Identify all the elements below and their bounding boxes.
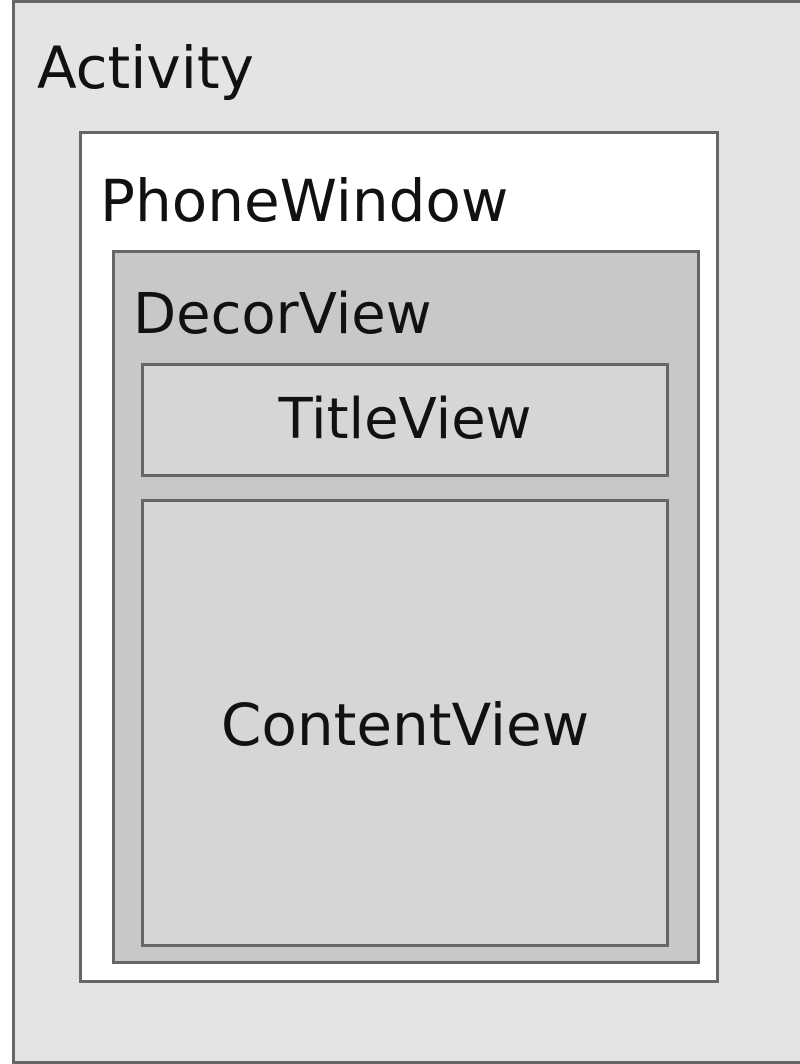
title-view-box: TitleView [141,363,669,477]
content-view-label: ContentView [220,691,590,759]
title-view-label: TitleView [278,387,532,452]
phone-window-box: PhoneWindow DecorView TitleView ContentV… [79,131,719,983]
decor-view-label: DecorView [133,282,432,347]
activity-label: Activity [37,34,254,102]
phone-window-label: PhoneWindow [100,167,509,235]
decor-view-box: DecorView TitleView ContentView [112,250,700,964]
activity-box: Activity PhoneWindow DecorView TitleView… [12,0,800,1064]
content-view-box: ContentView [141,499,669,947]
